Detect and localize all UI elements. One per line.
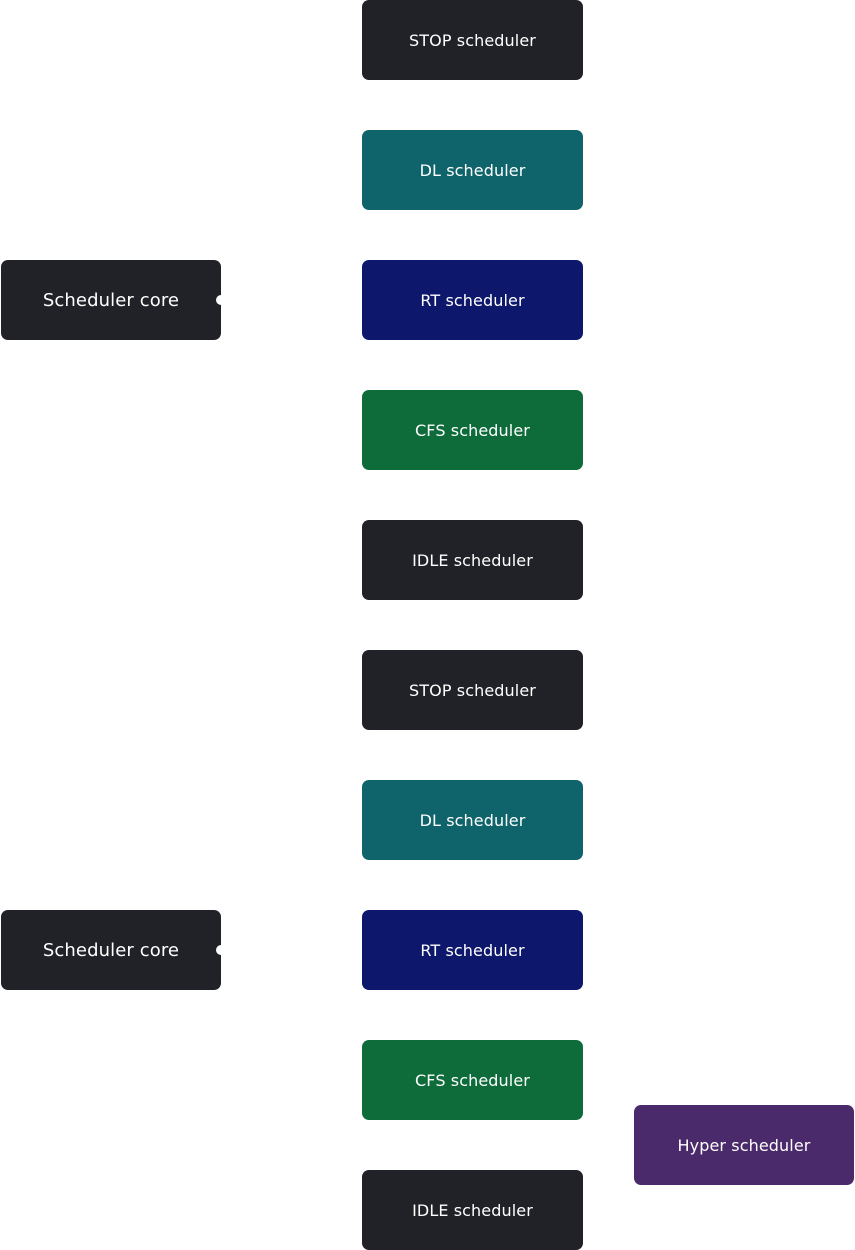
node-label: Scheduler core	[42, 939, 180, 961]
node-label: CFS scheduler	[415, 1070, 530, 1090]
node-label: IDLE scheduler	[412, 1200, 533, 1220]
node-label: Scheduler core	[42, 289, 180, 311]
cfs-scheduler-node-1[interactable]: CFS scheduler	[362, 390, 583, 470]
scheduler-core-node-1[interactable]: Scheduler core	[1, 260, 226, 340]
connector-port[interactable]	[216, 295, 226, 305]
rt-scheduler-node-1[interactable]: RT scheduler	[362, 260, 583, 340]
node-label: IDLE scheduler	[412, 550, 533, 570]
node-label: CFS scheduler	[415, 420, 530, 440]
node-label: RT scheduler	[420, 290, 525, 310]
stop-scheduler-node-1[interactable]: STOP scheduler	[362, 0, 583, 80]
stop-scheduler-node-2[interactable]: STOP scheduler	[362, 650, 583, 730]
cfs-scheduler-node-2[interactable]: CFS scheduler	[362, 1040, 583, 1120]
dl-scheduler-node-1[interactable]: DL scheduler	[362, 130, 583, 210]
node-label: Hyper scheduler	[677, 1135, 811, 1155]
hyper-scheduler-node[interactable]: Hyper scheduler	[634, 1105, 854, 1185]
idle-scheduler-node-1[interactable]: IDLE scheduler	[362, 520, 583, 600]
rt-scheduler-node-2[interactable]: RT scheduler	[362, 910, 583, 990]
node-label: DL scheduler	[419, 810, 526, 830]
node-label: STOP scheduler	[409, 30, 536, 50]
dl-scheduler-node-2[interactable]: DL scheduler	[362, 780, 583, 860]
scheduler-core-node-2[interactable]: Scheduler core	[1, 910, 226, 990]
idle-scheduler-node-2[interactable]: IDLE scheduler	[362, 1170, 583, 1250]
node-label: RT scheduler	[420, 940, 525, 960]
node-label: STOP scheduler	[409, 680, 536, 700]
node-label: DL scheduler	[419, 160, 526, 180]
connector-port[interactable]	[216, 945, 226, 955]
